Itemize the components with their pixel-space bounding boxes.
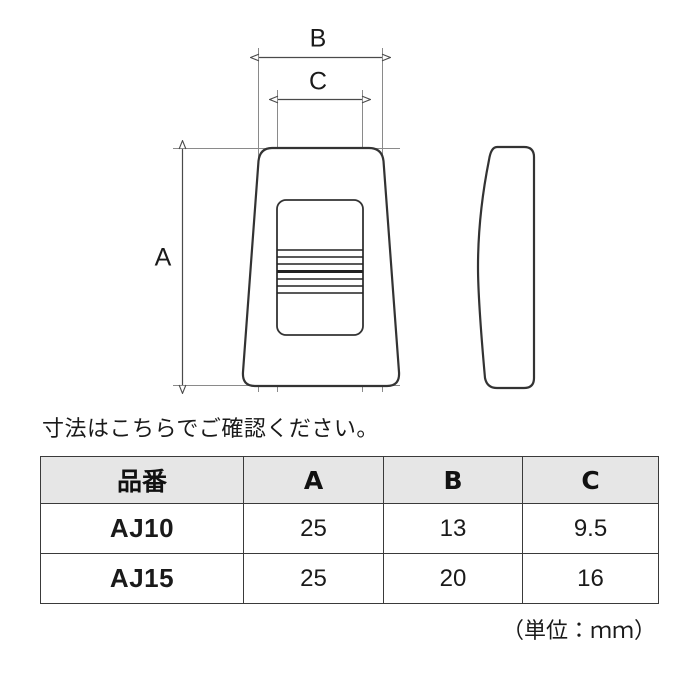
side-profile-outline xyxy=(476,145,536,390)
cell-model: AJ10 xyxy=(40,503,244,555)
dimension-label-b: B xyxy=(310,25,327,53)
specification-block: 寸法はこちらでご確認ください。 品番 A B C AJ10 25 13 9.5 xyxy=(40,417,660,645)
buckle-grip-ridges xyxy=(277,249,363,294)
cell-c: 9.5 xyxy=(522,503,659,555)
cell-model: AJ15 xyxy=(40,553,244,605)
cell-c: 16 xyxy=(522,553,659,605)
table-header-c: C xyxy=(522,456,659,505)
table-row: AJ15 25 20 16 xyxy=(40,553,659,605)
drawing-canvas: B C A xyxy=(155,25,536,410)
dimension-table: 品番 A B C AJ10 25 13 9.5 AJ15 25 20 16 xyxy=(40,456,659,605)
buckle-inner-panel xyxy=(276,199,364,336)
table-header-b: B xyxy=(383,456,523,505)
front-view xyxy=(241,146,401,388)
side-profile-view xyxy=(476,145,536,390)
cell-b: 20 xyxy=(383,553,523,605)
cell-a: 25 xyxy=(243,553,384,605)
table-header-row: 品番 A B C xyxy=(40,456,659,505)
dimension-label-a: A xyxy=(155,244,172,272)
technical-drawing: B C A xyxy=(155,25,536,410)
spec-caption: 寸法はこちらでご確認ください。 xyxy=(42,417,379,442)
table-header-a: A xyxy=(243,456,384,505)
table-row: AJ10 25 13 9.5 xyxy=(40,503,659,555)
cell-a: 25 xyxy=(243,503,384,555)
dimension-label-c: C xyxy=(309,68,327,96)
cell-b: 13 xyxy=(383,503,523,555)
unit-note: （単位：ｍｍ） xyxy=(501,619,656,645)
dimension-lines xyxy=(183,58,383,386)
table-header-model: 品番 xyxy=(40,456,244,505)
